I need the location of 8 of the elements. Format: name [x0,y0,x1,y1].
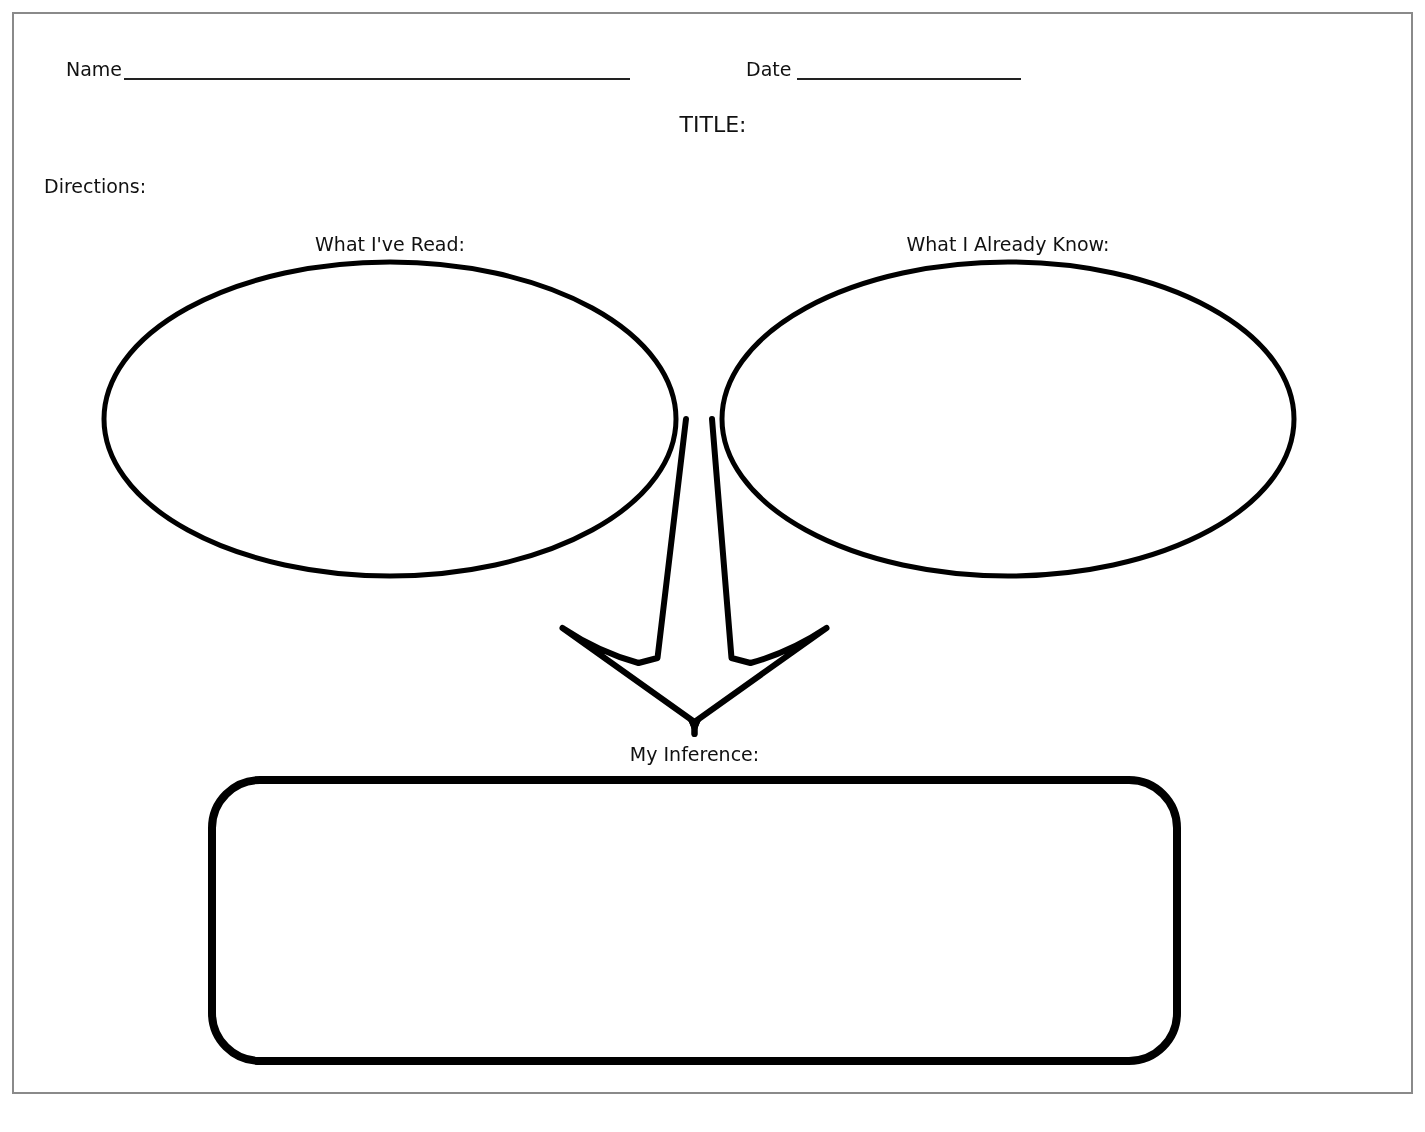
section-heading: What I've Read: [315,232,465,257]
field-label: Name [66,57,123,81]
worksheet-title: TITLE: [679,111,747,139]
arrow [688,416,830,737]
directions-label: Directions: [44,174,147,198]
section-heading: My Inference: [629,742,760,767]
section-heading: What I Already Know: [906,232,1110,257]
field-label: Date [746,57,792,81]
